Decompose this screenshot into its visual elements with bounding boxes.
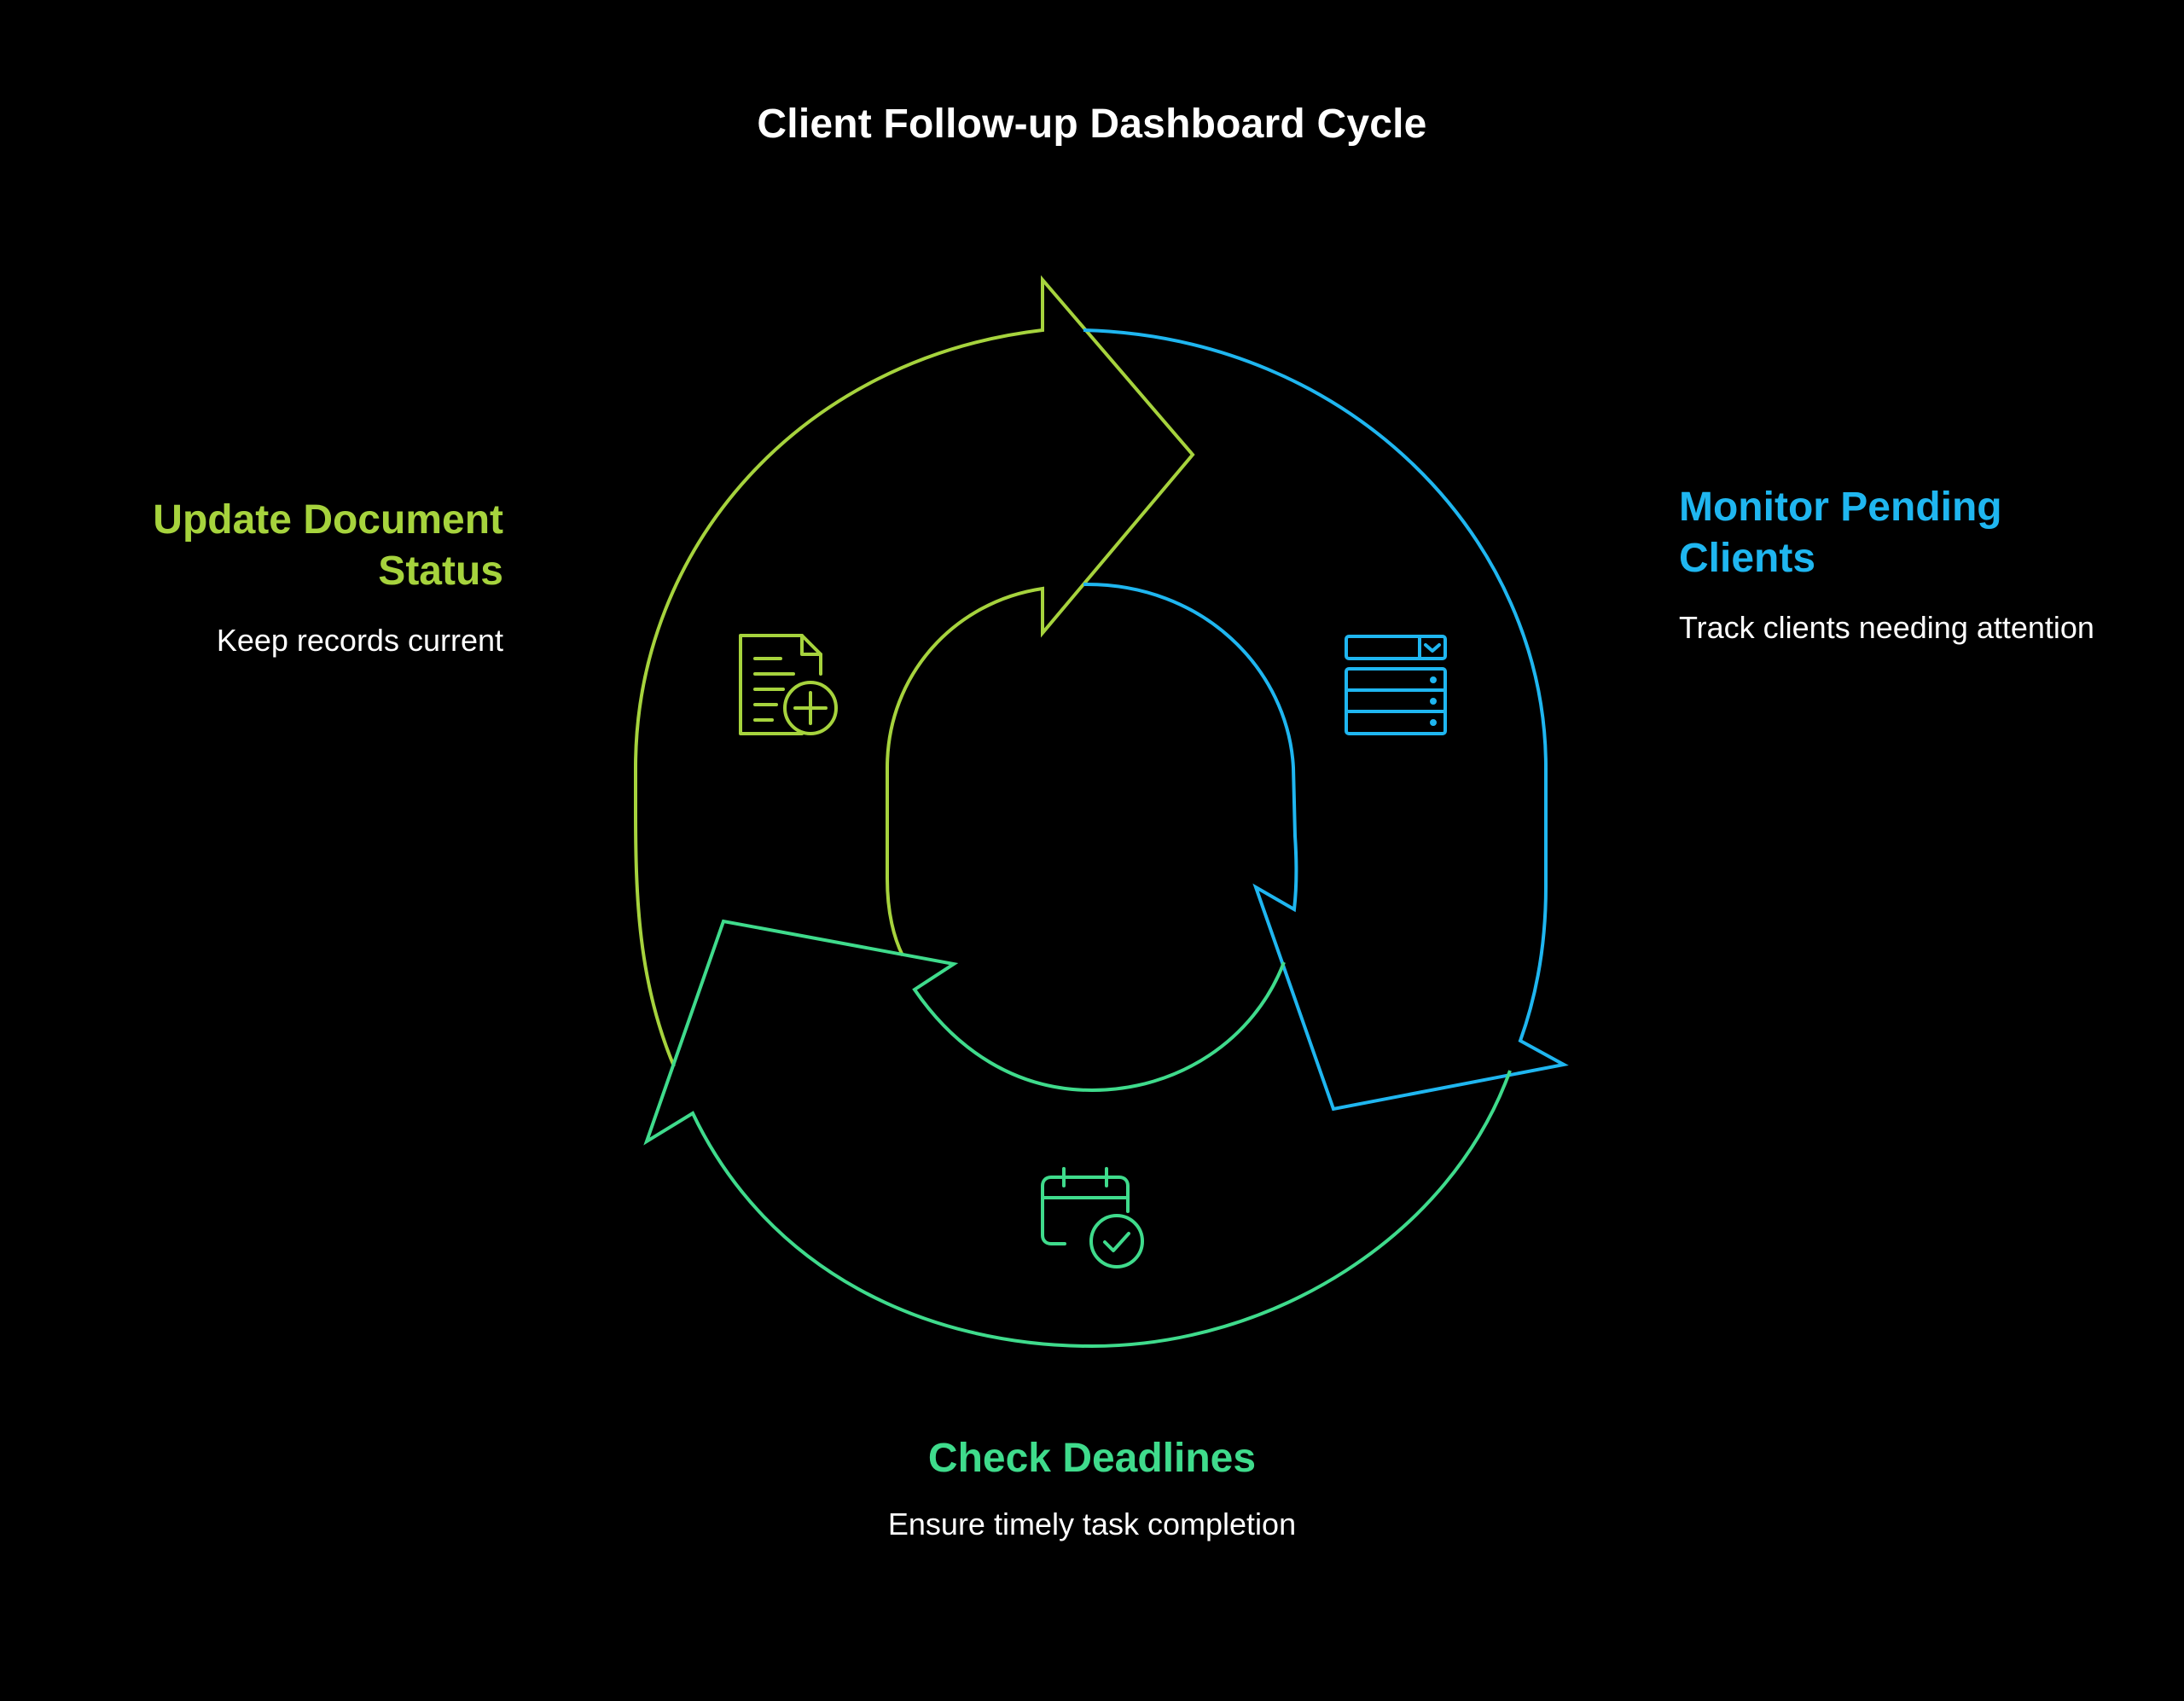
step-deadlines-heading: Check Deadlines xyxy=(927,1436,1257,1481)
cycle-arrow-update xyxy=(634,275,1195,1067)
cycle-arrow-deadlines xyxy=(643,919,1512,1349)
step-update: Update Document Status Keep records curr… xyxy=(60,495,503,660)
cycle-arrow-monitor xyxy=(1083,328,1569,1112)
diagram-title: Client Follow-up Dashboard Cycle xyxy=(757,102,1427,147)
calendar-check-icon xyxy=(1041,1167,1144,1268)
step-deadlines-description: Ensure timely task completion xyxy=(887,1507,1297,1541)
step-update-heading: Update Document Status xyxy=(153,497,503,594)
document-add-icon xyxy=(739,634,838,735)
step-monitor-heading: Monitor Pending Clients xyxy=(1679,485,2002,581)
step-update-description: Keep records current xyxy=(216,623,503,658)
step-monitor-description: Track clients needing attention xyxy=(1679,610,2094,645)
step-monitor: Monitor Pending Clients Track clients ne… xyxy=(1679,482,2123,647)
step-deadlines: Check Deadlines Ensure timely task compl… xyxy=(836,1433,1348,1544)
server-list-icon xyxy=(1345,635,1447,735)
